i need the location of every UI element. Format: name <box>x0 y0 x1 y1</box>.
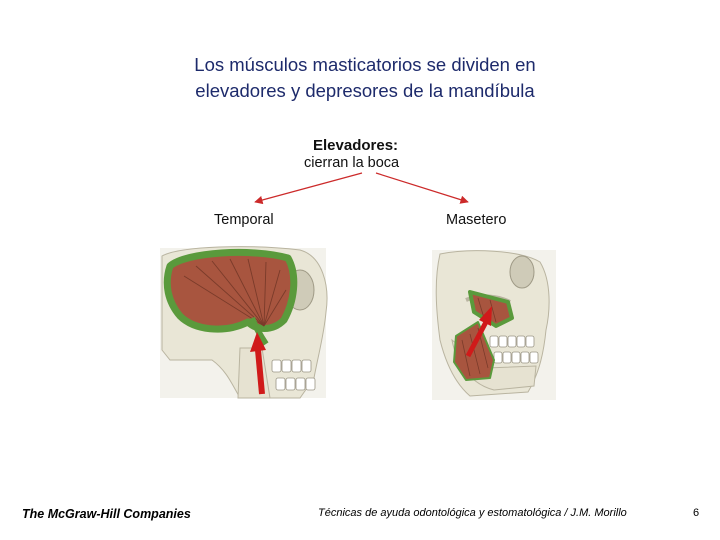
title-line-2: elevadores y depresores de la mandíbula <box>195 80 535 101</box>
pointer-arrow-right <box>375 172 469 204</box>
figure-subheading: cierran la boca <box>304 155 400 171</box>
label-temporal: Temporal <box>214 212 274 228</box>
masseter-illustration <box>432 250 556 400</box>
temporal-illustration <box>160 246 328 399</box>
publisher-credit: The McGraw-Hill Companies <box>22 507 191 521</box>
figure-heading: Elevadores: <box>313 137 398 154</box>
course-credit: Técnicas de ayuda odontológica y estomat… <box>318 507 627 519</box>
page-number: 6 <box>693 507 700 519</box>
pointer-arrow-left <box>254 172 363 205</box>
slide-title: Los músculos masticatorios se dividen en… <box>150 52 580 104</box>
title-line-1: Los músculos masticatorios se dividen en <box>194 54 536 75</box>
label-masetero: Masetero <box>446 212 506 228</box>
